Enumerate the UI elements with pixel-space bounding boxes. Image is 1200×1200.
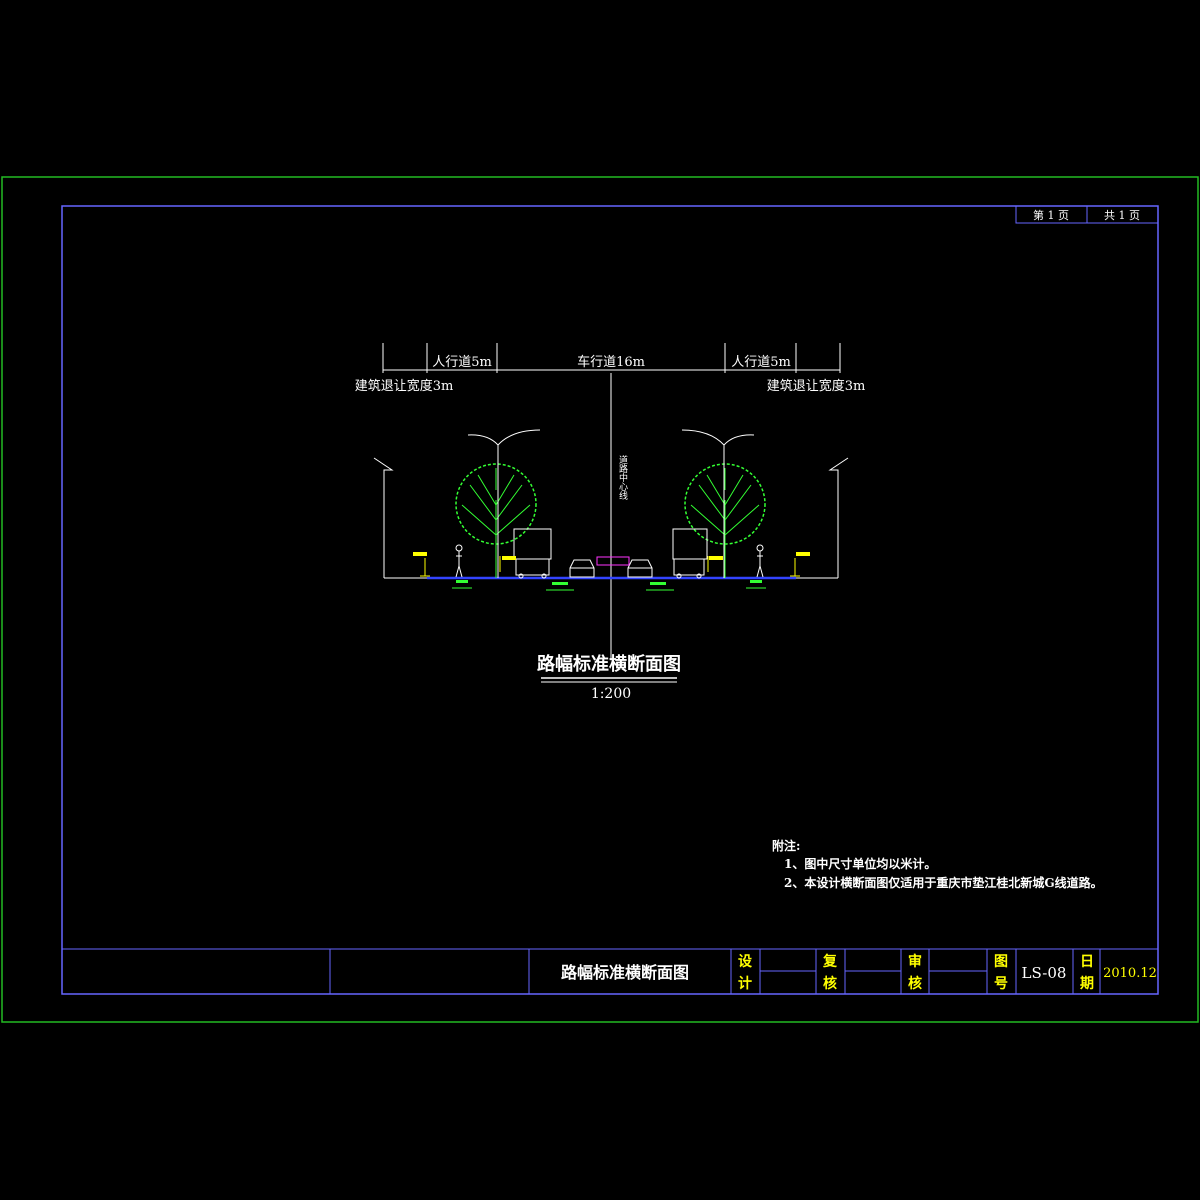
dimension-lines <box>382 343 841 373</box>
title-block-name: 路幅标准横断面图 <box>561 963 689 982</box>
note-2: 2、本设计横断面图仅适用于重庆市垫江桂北新城G线道路。 <box>784 875 1103 890</box>
title-block <box>62 948 1158 994</box>
dim-setback-left: 建筑退让宽度3m <box>355 378 454 394</box>
truck-left-icon <box>513 528 552 579</box>
drawing-number: LS-08 <box>1022 964 1067 982</box>
dim-carriageway: 车行道16m <box>577 354 645 370</box>
date-label-2: 期 <box>1080 976 1094 992</box>
building-edge-right <box>828 457 849 578</box>
audit-label-1: 审 <box>908 953 922 970</box>
drawing-no-label-2: 号 <box>994 976 1008 992</box>
drawing-title: 路幅标准横断面图 <box>537 653 681 675</box>
review-label-2: 核 <box>823 975 837 992</box>
page-number: 第 1 页 <box>1033 208 1069 222</box>
outer-frame <box>1 176 1199 1023</box>
car-right-icon <box>627 559 653 578</box>
page-counter: 第 1 页 共 1 页 <box>1015 205 1159 224</box>
page-total: 共 1 页 <box>1104 209 1140 222</box>
review-label-1: 复 <box>822 953 838 970</box>
centerline-tag <box>596 556 630 566</box>
tree-right-icon <box>684 463 766 578</box>
truck-right-icon <box>672 528 708 579</box>
drawing-scale: 1:200 <box>591 686 631 702</box>
car-left-icon <box>569 559 595 578</box>
street-lamp-right-icon <box>681 429 755 578</box>
centerline-label: 道路中心线 <box>617 454 628 500</box>
tree-left-icon <box>455 463 537 578</box>
drawing-no-label-1: 图 <box>994 954 1008 970</box>
dim-walkway-right: 人行道5m <box>731 355 791 370</box>
design-label-2: 计 <box>738 975 752 992</box>
inner-frame <box>61 205 1159 995</box>
slope-markers <box>452 580 766 591</box>
elevation-markers <box>413 552 810 577</box>
notes-heading: 附注: <box>772 838 800 853</box>
note-1: 1、图中尺寸单位均以米计。 <box>784 856 936 871</box>
date-value: 2010.12 <box>1103 966 1157 981</box>
pedestrian-left-icon <box>455 544 463 578</box>
design-label-1: 设 <box>738 954 753 970</box>
dim-walkway-left: 人行道5m <box>432 355 492 370</box>
pedestrian-right-icon <box>756 544 764 578</box>
building-edge-left <box>373 457 394 578</box>
dim-setback-right: 建筑退让宽度3m <box>767 378 866 394</box>
audit-label-2: 核 <box>908 975 922 992</box>
street-lamp-left-icon <box>467 429 541 578</box>
date-label-1: 日 <box>1080 954 1094 970</box>
